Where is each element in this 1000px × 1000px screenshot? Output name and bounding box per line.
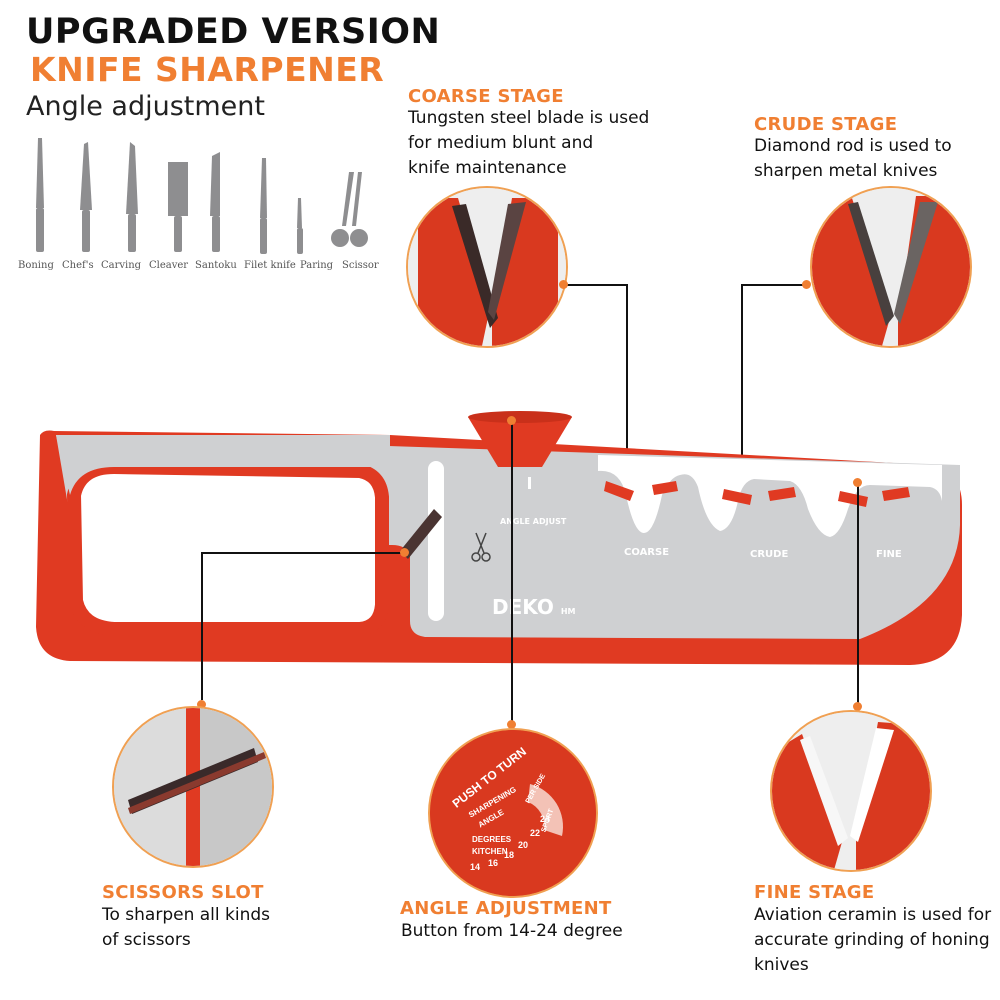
knife-label-santoku: Santoku — [195, 260, 237, 271]
angle-dial-svg: PUSH TO TURN SHARPENING ANGLE PER SIDE D… — [430, 730, 596, 896]
scissors-slot-closeup — [112, 706, 274, 868]
coarse-leader-dot — [559, 280, 568, 289]
knife-label-paring: Paring — [300, 260, 334, 271]
paring-knife-icon — [297, 198, 303, 254]
brand-suffix: HM — [560, 607, 576, 616]
sharpener-svg — [36, 411, 962, 665]
crude-desc-line: sharpen metal knives — [754, 161, 938, 181]
crude-stage-closeup — [810, 186, 972, 348]
knife-label-boning: Boning — [18, 260, 54, 271]
knife-label-carving: Carving — [101, 260, 142, 271]
fine-stage-closeup — [770, 710, 932, 872]
dial-tick-20: 20 — [518, 840, 528, 850]
coarse-stage-title: COARSE STAGE — [408, 86, 564, 107]
headline-title: UPGRADED VERSION — [26, 12, 441, 52]
angle-adjust-label: ANGLE ADJUST — [500, 517, 567, 526]
coarse-stage-closeup — [406, 186, 568, 348]
boning-knife-icon — [36, 138, 44, 252]
headline-subtitle: KNIFE SHARPENER — [30, 50, 385, 89]
scissors-leader-dot — [197, 700, 206, 709]
crude-closeup-svg — [812, 188, 970, 346]
angle-adjustment-description: Button from 14-24 degree — [401, 919, 623, 944]
scissors-leader-vertical — [201, 552, 203, 700]
crude-desc-line: Diamond rod is used to — [754, 136, 952, 156]
cleaver-icon — [168, 162, 188, 252]
chef-knife-icon — [80, 142, 92, 252]
fine-leader-vertical — [857, 482, 859, 704]
scissors-closeup-svg — [114, 708, 272, 866]
fine-closeup-svg — [772, 712, 930, 870]
scissor-icon — [331, 172, 368, 247]
dial-tick-18: 18 — [504, 850, 514, 860]
crude-leader-horizontal — [742, 284, 808, 286]
fine-target-dot — [853, 478, 862, 487]
coarse-desc-line: for medium blunt and — [408, 133, 594, 153]
headline-tagline: Angle adjustment — [26, 91, 265, 122]
coarse-leader-horizontal — [563, 284, 627, 286]
scissors-slot-title: SCISSORS SLOT — [102, 882, 264, 903]
knife-label-scissor: Scissor — [342, 260, 379, 271]
knife-label-cleaver: Cleaver — [149, 260, 189, 271]
crude-slot-label: CRUDE — [750, 549, 789, 560]
fine-desc-line: accurate grinding of honing — [754, 930, 990, 950]
scissor-mark-icon — [471, 532, 491, 562]
fine-desc-line: Aviation ceramin is used for — [754, 905, 992, 925]
knife-icon-row: Boning Chef's Carving Cleaver Santoku Fi… — [14, 132, 384, 277]
angle-desc-line: Button from 14-24 degree — [401, 921, 623, 941]
fine-slot-label: FINE — [876, 549, 902, 560]
crude-leader-vertical — [741, 284, 743, 464]
coarse-leader-vertical — [626, 284, 628, 464]
knife-label-chefs: Chef's — [62, 260, 94, 271]
dial-tick-22: 22 — [530, 828, 540, 838]
angle-leader-vertical — [511, 420, 513, 724]
scissors-desc-line: of scissors — [102, 930, 191, 950]
fine-desc-line: knives — [754, 955, 809, 975]
angle-dial-closeup: PUSH TO TURN SHARPENING ANGLE PER SIDE D… — [428, 728, 598, 898]
coarse-desc-line: knife maintenance — [408, 158, 567, 178]
scissors-slot-description: To sharpen all kinds of scissors — [102, 903, 270, 953]
knife-icons-svg — [36, 138, 368, 254]
crude-stage-title: CRUDE STAGE — [754, 114, 898, 135]
fine-leader-dot — [853, 702, 862, 711]
dial-degrees-text: DEGREES — [472, 835, 512, 844]
dial-kitchen-text: KITCHEN — [472, 847, 508, 856]
brand-name: DEKO — [492, 595, 554, 619]
fine-stage-title: FINE STAGE — [754, 882, 875, 903]
knife-sharpener-product: ANGLE ADJUST COARSE CRUDE FINE DEKO HM — [30, 405, 970, 675]
crude-leader-dot — [802, 280, 811, 289]
scissors-leader-horizontal — [202, 552, 407, 554]
filet-knife-icon — [260, 158, 267, 254]
angle-adjustment-title: ANGLE ADJUSTMENT — [400, 898, 612, 919]
crude-stage-description: Diamond rod is used to sharpen metal kni… — [754, 134, 952, 184]
dial-tick-14: 14 — [470, 862, 480, 872]
dial-tick-16: 16 — [488, 858, 498, 868]
knife-label-filet: Filet knife — [244, 260, 296, 271]
coarse-desc-line: Tungsten steel blade is used — [408, 108, 650, 128]
coarse-closeup-svg — [408, 188, 566, 346]
coarse-slot-label: COARSE — [624, 547, 670, 558]
carving-knife-icon — [126, 142, 138, 252]
dial-tick-24: 24 — [540, 814, 550, 824]
angle-target-dot — [507, 416, 516, 425]
brand-logo: DEKO HM — [492, 595, 576, 619]
scissors-desc-line: To sharpen all kinds — [102, 905, 271, 925]
coarse-stage-description: Tungsten steel blade is used for medium … — [408, 106, 649, 181]
scissors-target-dot — [400, 548, 409, 557]
fine-stage-description: Aviation ceramin is used for accurate gr… — [754, 903, 991, 978]
angle-leader-dot — [507, 720, 516, 729]
santoku-knife-icon — [210, 152, 220, 252]
